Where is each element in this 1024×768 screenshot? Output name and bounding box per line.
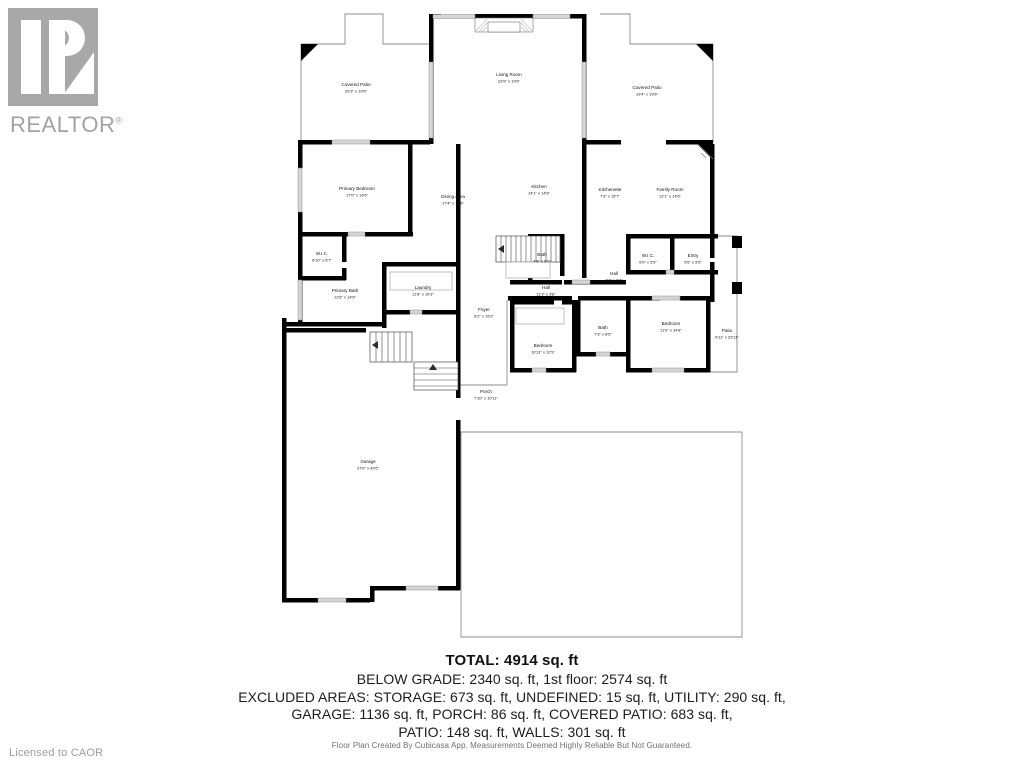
realtor-r-mark-icon xyxy=(8,8,98,106)
room-dim-covered-patio-left: 20'3" x 19'6" xyxy=(345,89,368,94)
room-dim-covered-patio-right: 19'4" x 19'6" xyxy=(636,92,659,97)
realtor-logo: REALTOR® xyxy=(8,8,126,138)
room-dim-hall-lower: 11'3" x 3'8" xyxy=(536,292,556,297)
area-summary: TOTAL: 4914 sq. ft BELOW GRADE: 2340 sq.… xyxy=(0,652,1024,741)
room-label-entry: Entry xyxy=(688,253,699,258)
room-dim-bedroom-left: 10'11" x 12'9" xyxy=(531,350,555,355)
room-dim-wic-primary: 6'10" x 6'7" xyxy=(312,258,332,263)
room-dim-primary-bedroom: 17'0" x 14'6" xyxy=(346,193,369,198)
room-dim-hall-upper: 7'3" x 9'3" xyxy=(605,278,623,283)
summary-line-4: PATIO: 148 sq. ft, WALLS: 301 sq. ft xyxy=(398,723,626,740)
room-label-covered-patio-left: Covered Patio xyxy=(341,82,371,87)
room-dim-foyer: 8'2" x 15'2" xyxy=(474,314,494,319)
room-label-dining-area: Dining Area xyxy=(441,194,465,199)
room-label-bedroom-left: Bedroom xyxy=(534,343,553,348)
floor-plan-drawing: Covered Patio 20'3" x 19'6" Living Room … xyxy=(270,0,760,645)
room-dim-family-room: 12'1" x 14'6" xyxy=(659,194,682,199)
room-dim-bedroom-right: 11'9" x 14'8" xyxy=(660,328,682,333)
room-label-hall-lower: Hall xyxy=(542,285,550,290)
room-label-porch: Porch xyxy=(480,389,492,394)
room-label-primary-bedroom: Primary Bedroom xyxy=(339,186,375,191)
room-dim-bath-guest: 7'3" x 8'5" xyxy=(594,332,612,337)
room-dim-wic-guest: 6'0" x 5'5" xyxy=(639,260,657,265)
room-label-wic-guest: W.I.C. xyxy=(642,253,655,258)
room-dim-primary-bath: 12'8" x 14'6" xyxy=(334,295,357,300)
realtor-wordmark-text: REALTOR xyxy=(10,112,116,137)
total-area-label: TOTAL: 4914 sq. ft xyxy=(445,652,579,669)
room-label-laundry: Laundry xyxy=(415,285,432,290)
staircase-garage-upper xyxy=(369,331,413,363)
room-label-patio-right: Patio xyxy=(722,328,733,333)
plan-floor-fills xyxy=(282,14,748,434)
room-label-foyer: Foyer xyxy=(478,307,490,312)
room-label-hall-upper: Hall xyxy=(610,271,618,276)
staircase-main xyxy=(495,235,561,263)
room-label-kitchenette: Kitchenette xyxy=(599,187,622,192)
realtor-wordmark: REALTOR® xyxy=(10,112,123,138)
room-labels: Covered Patio 20'3" x 19'6" Living Room … xyxy=(312,72,739,471)
room-label-living-room: Living Room xyxy=(496,72,522,77)
room-dim-bath-hall: 4'8" x 6'0" xyxy=(533,259,551,264)
licence-text: Licensed to CAOR xyxy=(9,747,104,759)
room-dim-kitchen: 14'1" x 14'6" xyxy=(528,191,551,196)
room-dim-laundry: 11'8" x 10'3" xyxy=(412,292,434,297)
room-label-garage: Garage xyxy=(360,459,376,464)
summary-line-1: BELOW GRADE: 2340 sq. ft, 1st floor: 257… xyxy=(356,671,668,687)
room-label-kitchen: Kitchen xyxy=(531,184,547,189)
plan-thin-walls xyxy=(300,13,743,638)
room-dim-living-room: 23'9" x 19'6" xyxy=(498,79,521,84)
summary-line-2: EXCLUDED AREAS: STORAGE: 673 sq. ft, UND… xyxy=(238,688,786,705)
plan-fixtures xyxy=(389,261,565,325)
fireplace-icon xyxy=(474,17,534,33)
summary-line-3: GARAGE: 1136 sq. ft, PORCH: 86 sq. ft, C… xyxy=(291,706,733,722)
room-dim-patio-right: 6'11" x 29'11" xyxy=(715,335,739,340)
room-dim-garage: 27'6" x 42'6" xyxy=(357,466,380,471)
plan-credit-text: Floor Plan Created By Cubicasa App. Meas… xyxy=(331,741,693,750)
room-label-covered-patio-right: Covered Patio xyxy=(632,85,662,90)
room-label-family-room: Family Room xyxy=(656,187,683,192)
registered-trademark-icon: ® xyxy=(115,115,123,126)
room-label-bath-hall: Bath xyxy=(537,252,547,257)
room-label-bath-guest: Bath xyxy=(598,325,608,330)
room-label-bedroom-right: Bedroom xyxy=(662,321,681,326)
room-dim-porch: 7'10" x 10'11" xyxy=(474,396,498,401)
plan-openings xyxy=(297,14,685,603)
room-dim-entry: 5'6" x 5'5" xyxy=(684,260,702,265)
room-label-wic-primary: W.I.C. xyxy=(316,251,329,256)
corner-detail-icon xyxy=(697,143,714,160)
room-dim-dining-area: 17'4" x 18'6" xyxy=(442,201,465,206)
room-label-primary-bath: Primary Bath xyxy=(332,288,359,293)
staircase-garage-lower xyxy=(413,361,459,391)
room-dim-kitchenette: 7'3" x 15'7" xyxy=(600,194,620,199)
